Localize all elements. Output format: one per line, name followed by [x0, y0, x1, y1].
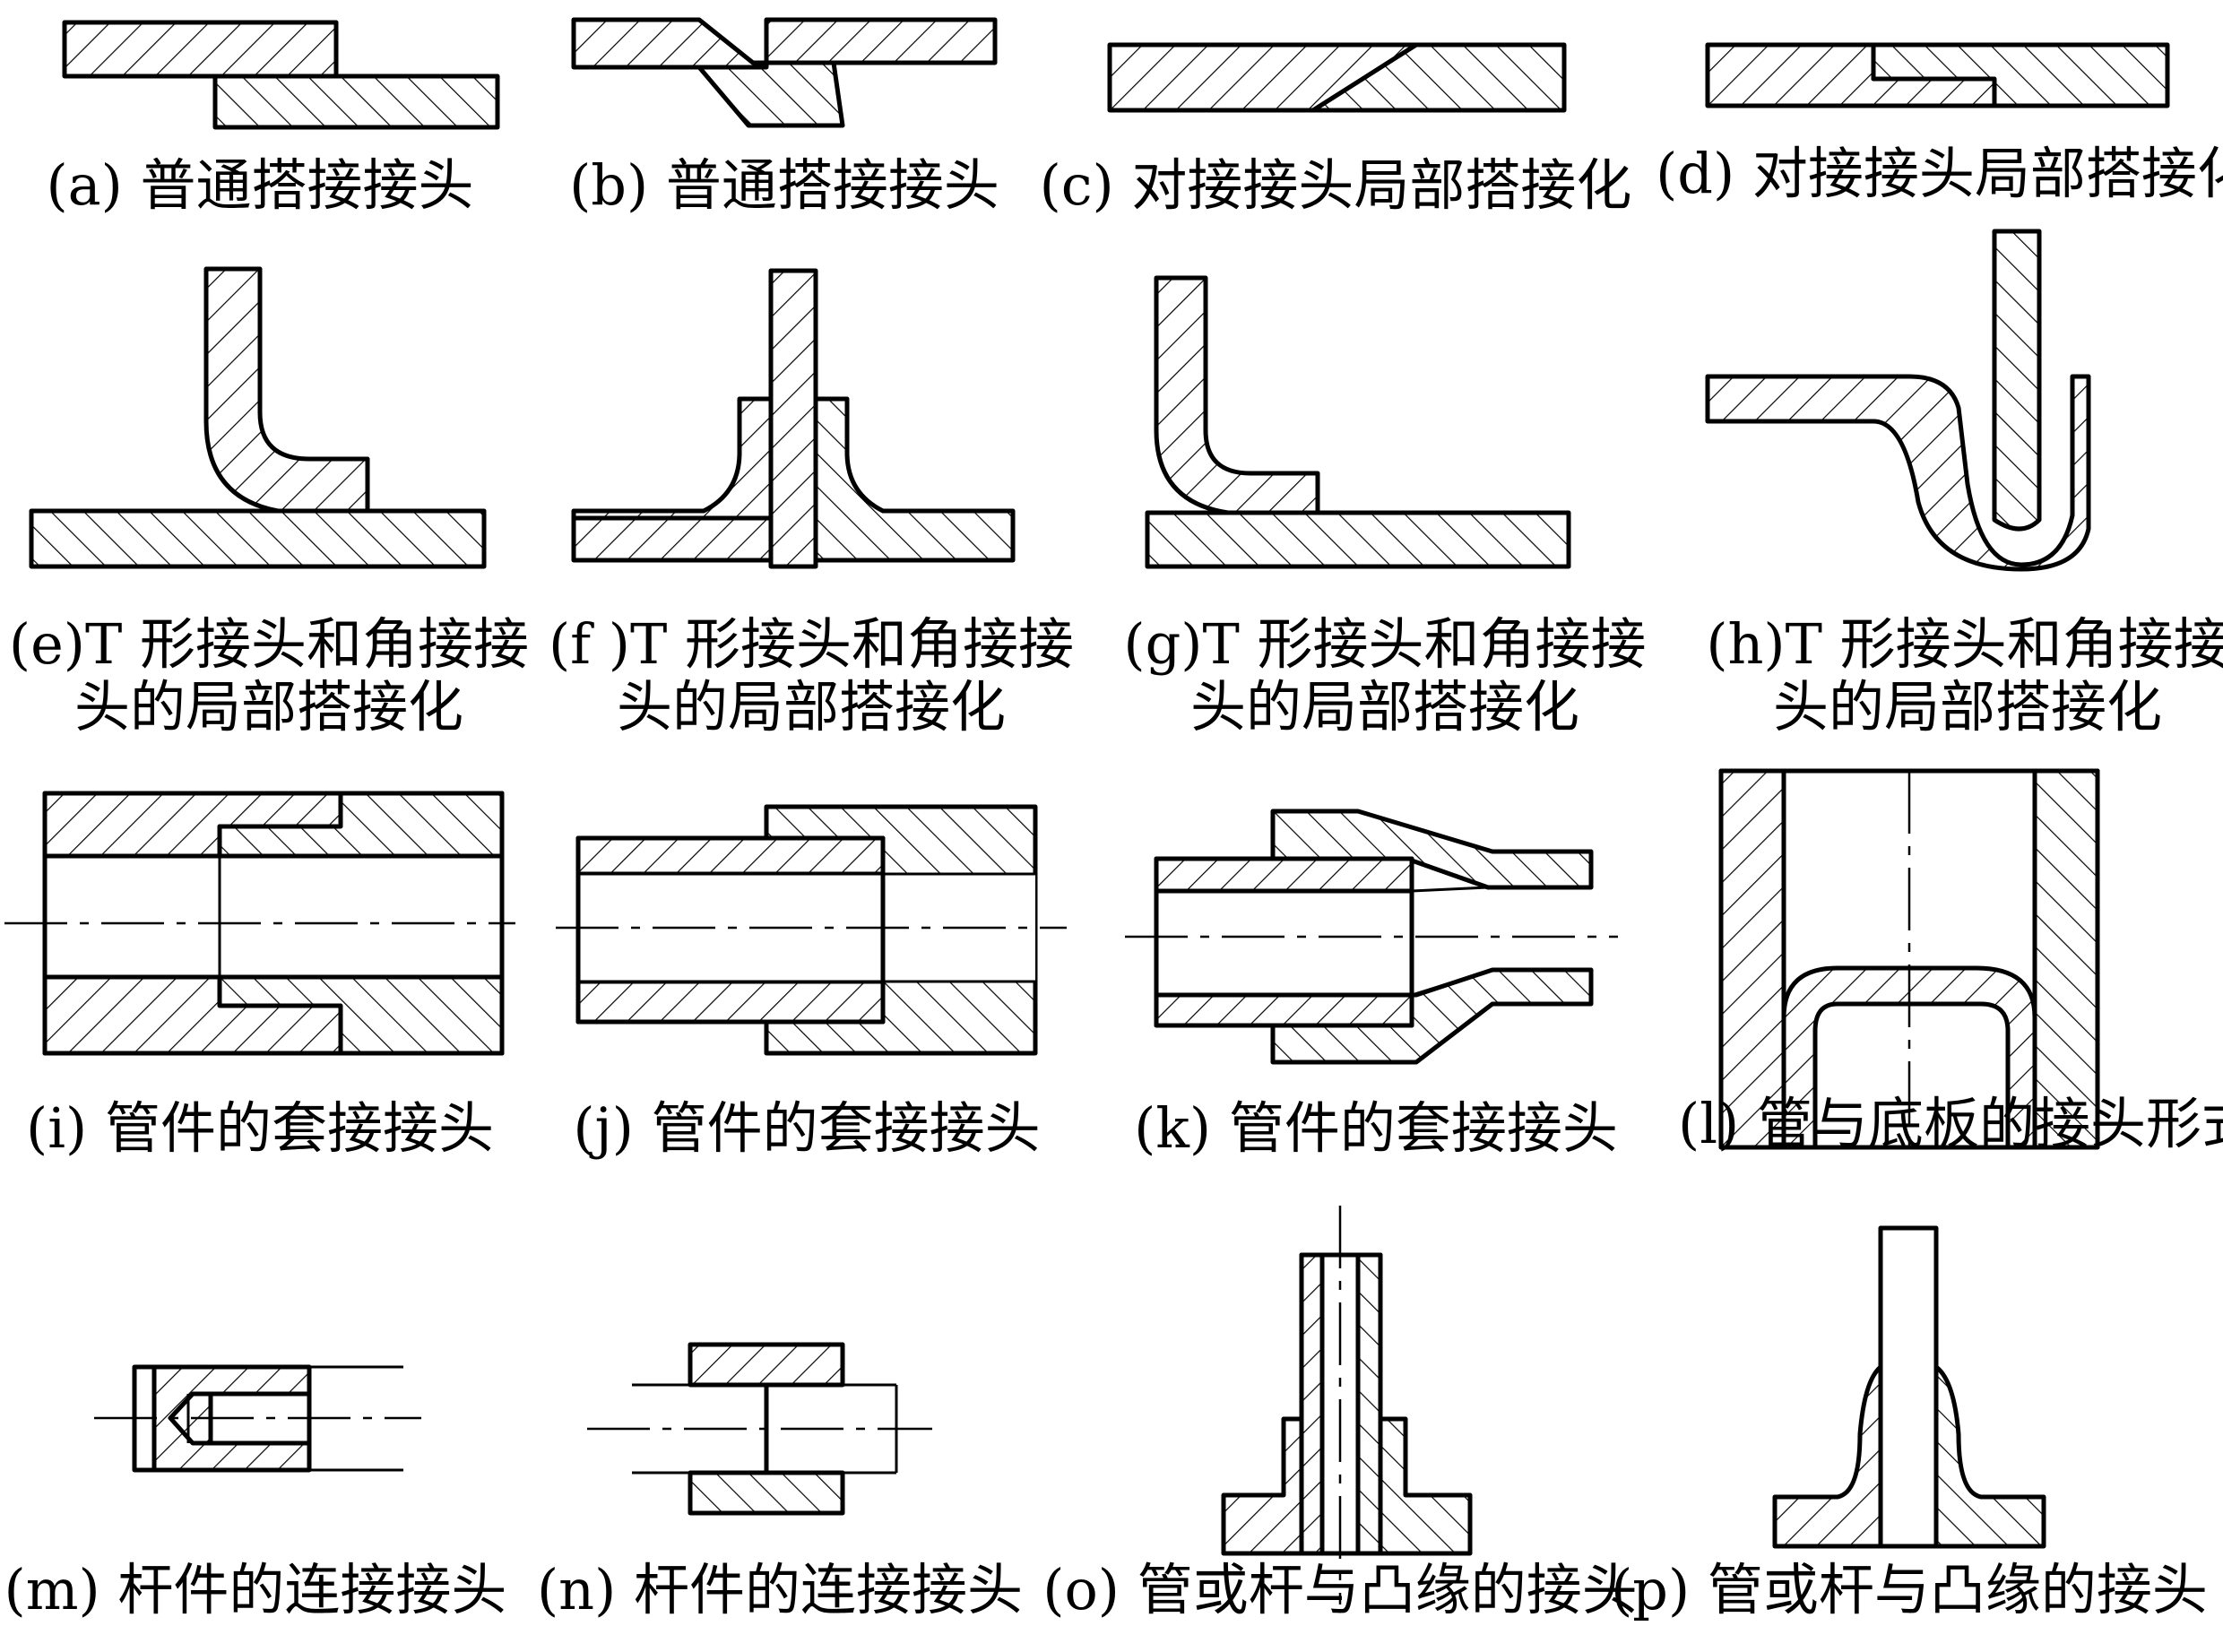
figure-l-pipe-baseplate: (l) 管与底板的接头形式: [1678, 768, 2223, 1156]
caption-e-line2: 头的局部搭接化: [74, 674, 463, 740]
caption-m: (m) 杆件的连接接头: [4, 1557, 507, 1622]
figure-i-pipe-socket: (i) 管件的套接接头: [4, 791, 515, 1161]
caption-j: (j) 管件的套接接头: [573, 1095, 1040, 1161]
figure-d-butt-lap: (d) 对接接头局部搭接化: [1656, 42, 2223, 206]
caption-k: (k) 管件的套接接头: [1134, 1095, 1618, 1161]
caption-i: (i) 管件的套接接头: [26, 1095, 494, 1161]
figure-e-t-joint: (e)T 形接头和角接接 头的局部搭接化: [9, 266, 529, 740]
figure-p-flange-joint: (p) 管或杆与凸缘的接头: [1611, 1225, 2208, 1622]
figure-h-t-joint: (h)T 形接头和角接接 头的局部搭接化: [1705, 229, 2223, 740]
caption-e-line1: (e)T 形接头和角接接: [9, 611, 529, 677]
figure-b-lap-joint: (b) 普通搭接接头: [569, 17, 999, 218]
caption-h-line2: 头的局部搭接化: [1773, 674, 2162, 740]
figure-o-flange-joint: (o) 管或杆与凸缘的接头: [1042, 1206, 1638, 1622]
figure-m-rod-joint: (m) 杆件的连接接头: [4, 1364, 507, 1622]
caption-f-line1: (f )T 形接头和角接接: [549, 611, 1074, 677]
figure-n-rod-joint: (n) 杆件的连接接头: [537, 1342, 1023, 1622]
caption-o: (o) 管或杆与凸缘的接头: [1042, 1557, 1637, 1622]
figure-c-butt-lap: (c) 对接接头局部搭接化: [1040, 42, 1632, 218]
figure-a-lap-joint: (a) 普通搭接接头: [46, 20, 500, 218]
caption-b: (b) 普通搭接接头: [569, 152, 999, 218]
caption-h-line1: (h)T 形接头和角接接: [1706, 611, 2223, 677]
figure-j-pipe-socket: (j) 管件的套接接头: [556, 804, 1067, 1161]
caption-n: (n) 杆件的连接接头: [537, 1557, 1023, 1622]
caption-g-line2: 头的局部搭接化: [1190, 674, 1579, 740]
caption-g-line1: (g)T 形接头和角接接: [1123, 611, 1646, 677]
figure-k-pipe-socket: (k) 管件的套接接头: [1125, 809, 1618, 1161]
caption-f-line2: 头的局部搭接化: [617, 674, 1006, 740]
caption-d: (d) 对接接头局部搭接化: [1656, 141, 2223, 206]
caption-l: (l) 管与底板的接头形式: [1678, 1091, 2223, 1156]
caption-p: (p) 管或杆与凸缘的接头: [1611, 1557, 2208, 1622]
caption-a: (a) 普通搭接接头: [46, 152, 473, 218]
figure-f-t-joint: (f )T 形接头和角接接 头的局部搭接化: [549, 268, 1074, 740]
caption-c: (c) 对接接头局部搭接化: [1040, 152, 1632, 218]
figure-g-t-joint: (g)T 形接头和角接接 头的局部搭接化: [1123, 275, 1647, 740]
